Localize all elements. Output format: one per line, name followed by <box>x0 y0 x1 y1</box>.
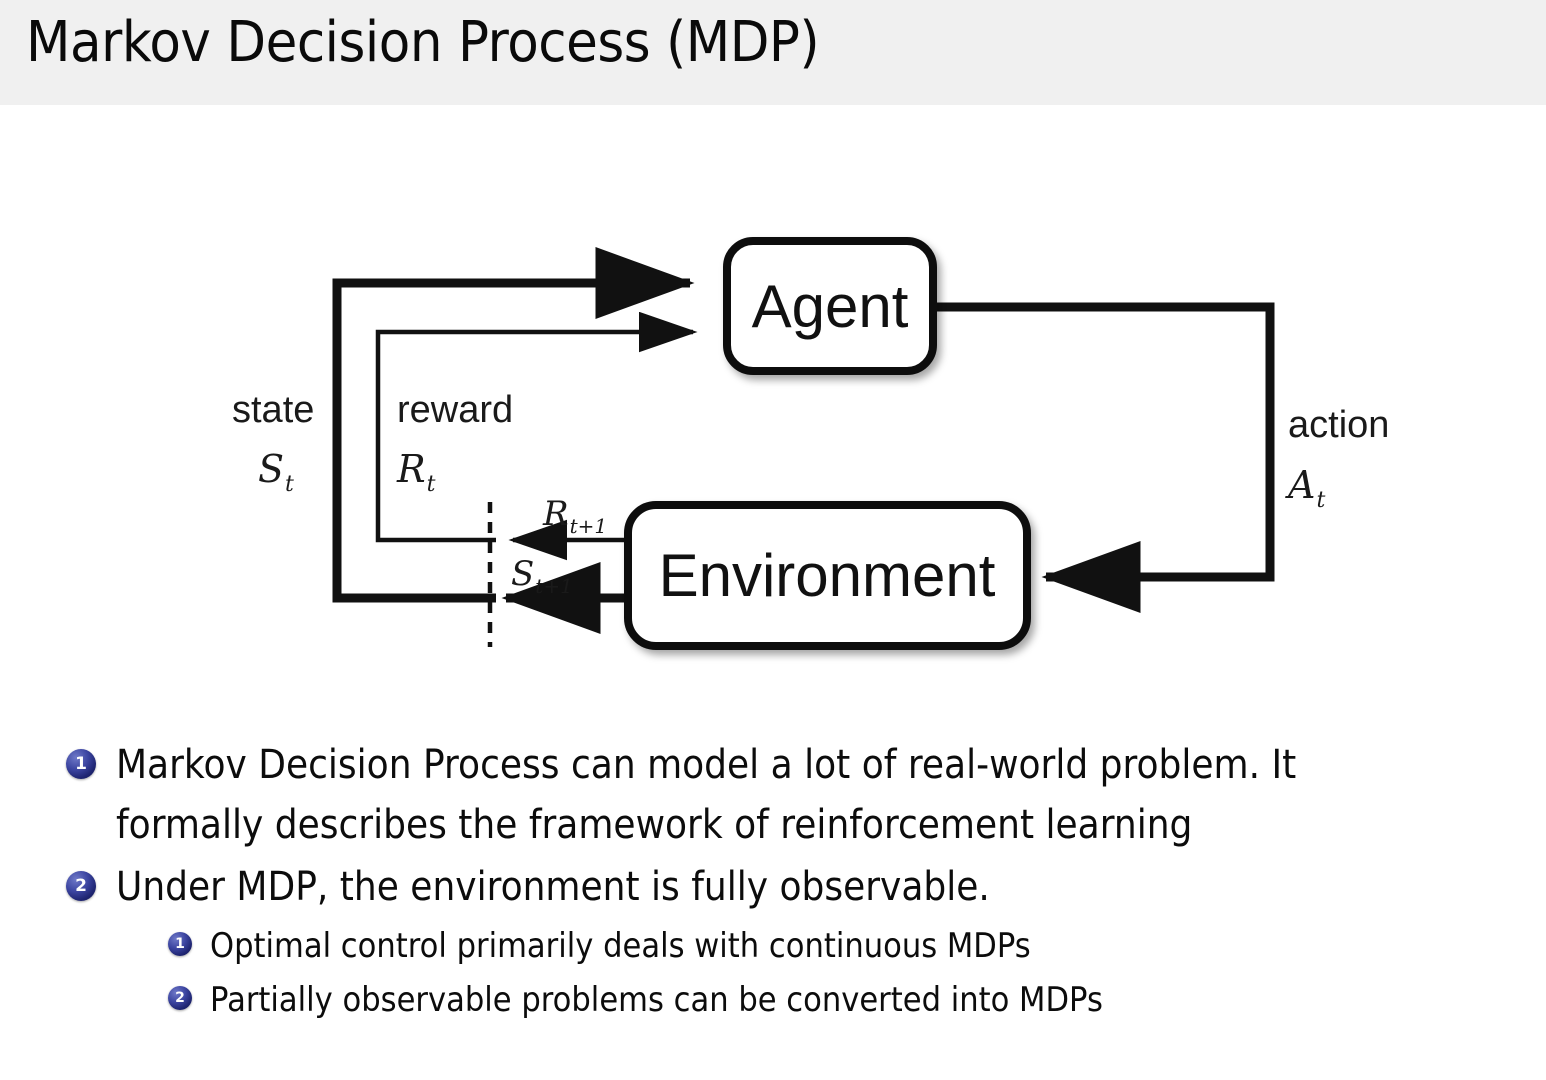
sub-list-item[interactable]: 1 Optimal control primarily deals with c… <box>0 919 1546 973</box>
list-item-line: Under MDP, the environment is fully obse… <box>116 864 990 910</box>
agent-node-label: Agent <box>752 273 909 340</box>
bullet-marker: 1 <box>168 932 192 956</box>
sub-list-item[interactable]: 2 Partially observable problems can be c… <box>0 973 1546 1027</box>
state-edge-symbol: St <box>258 447 294 497</box>
sub-list-item-text: Optimal control primarily deals with con… <box>210 926 1031 966</box>
list-item-line: formally describes the framework of rein… <box>116 802 1193 848</box>
list-item-text: Markov Decision Process can model a lot … <box>116 735 1403 855</box>
bullet-marker: 1 <box>66 749 96 779</box>
bullet-list: 1 Markov Decision Process can model a lo… <box>0 735 1546 1027</box>
action-edge <box>933 302 1275 613</box>
action-edge-label: action <box>1288 404 1389 446</box>
environment-node[interactable] <box>624 501 1031 650</box>
list-item[interactable]: 2 Under MDP, the environment is fully ob… <box>0 857 1546 917</box>
agent-node[interactable] <box>723 237 937 375</box>
list-item-line: Markov Decision Process can model a lot … <box>116 742 1297 788</box>
slide-title-bar: Markov Decision Process (MDP) <box>0 0 1546 105</box>
mdp-diagram: Agent Environment state St reward Rt act… <box>0 150 1546 690</box>
list-item[interactable]: 1 Markov Decision Process can model a lo… <box>0 735 1546 855</box>
state-edge-label: state <box>232 389 314 431</box>
reward-edge-label: reward <box>397 389 513 431</box>
page-title: Markov Decision Process (MDP) <box>26 10 820 75</box>
reward-edge-symbol: Rt <box>396 447 436 497</box>
bullet-marker: 2 <box>66 871 96 901</box>
list-item-text: Under MDP, the environment is fully obse… <box>116 857 1403 917</box>
bullet-marker: 2 <box>168 986 192 1010</box>
environment-node-label: Environment <box>659 542 996 609</box>
next-state-symbol: St+1 <box>511 554 573 598</box>
action-edge-symbol: At <box>1285 463 1325 513</box>
sub-list-item-text: Partially observable problems can be con… <box>210 980 1103 1020</box>
next-reward-symbol: Rt+1 <box>542 494 607 538</box>
